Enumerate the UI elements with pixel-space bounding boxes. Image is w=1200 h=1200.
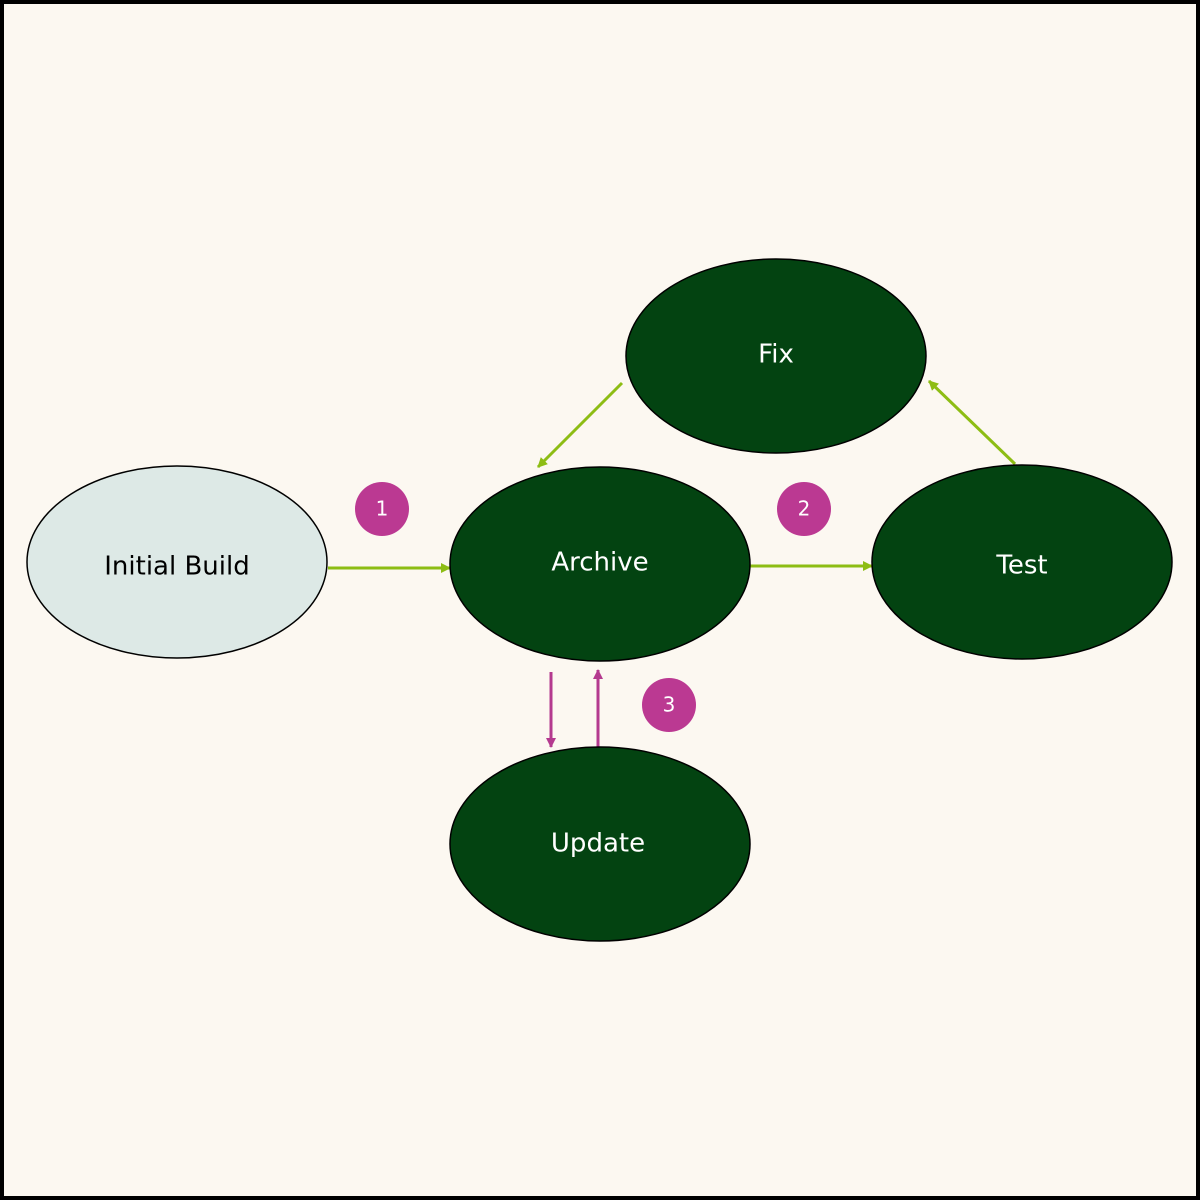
step-badge-1-label: 1 <box>376 497 389 521</box>
node-test-label: Test <box>995 551 1047 581</box>
node-initial-build-label: Initial Build <box>104 552 249 582</box>
node-initial-build: Initial Build <box>26 465 328 659</box>
step-badge-2-label: 2 <box>798 497 811 521</box>
step-badge-3: 3 <box>642 678 696 732</box>
node-update: Update <box>449 746 751 942</box>
node-fix-label: Fix <box>758 340 794 370</box>
step-badge-1: 1 <box>355 482 409 536</box>
node-archive-label: Archive <box>551 548 648 578</box>
node-test: Test <box>871 464 1173 660</box>
node-update-label: Update <box>551 829 645 859</box>
node-fix: Fix <box>625 258 927 454</box>
edge-fix-to-archive <box>536 381 624 469</box>
node-archive: Archive <box>449 466 751 662</box>
step-badge-2: 2 <box>777 482 831 536</box>
step-badge-3-label: 3 <box>663 693 676 717</box>
edge-test-to-fix <box>927 379 1017 466</box>
